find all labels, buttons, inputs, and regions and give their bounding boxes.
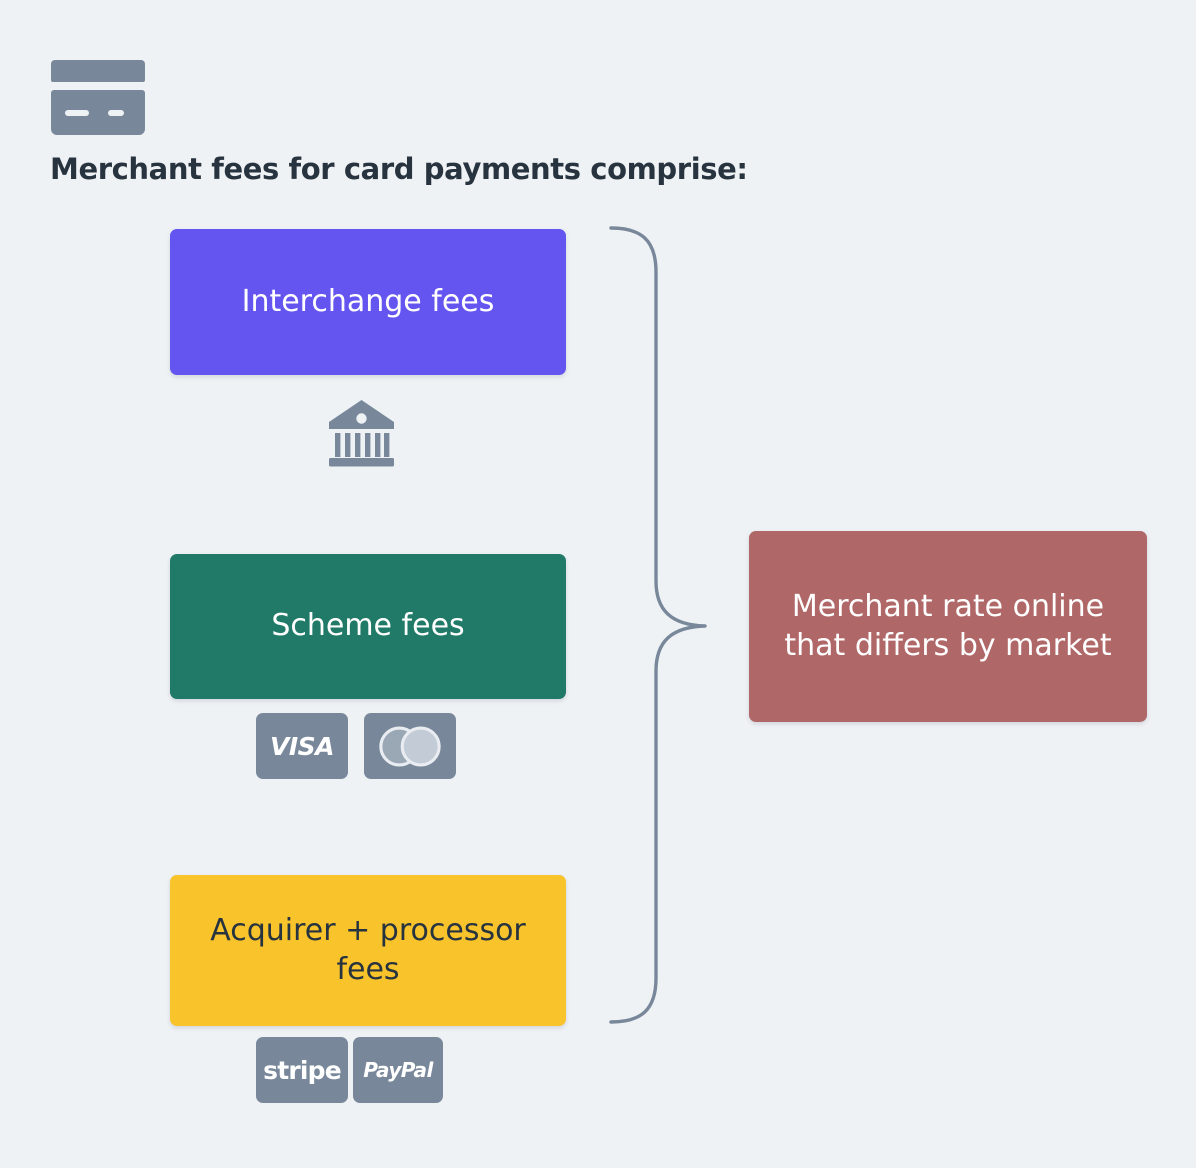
- visa-wordmark: VISA: [269, 731, 335, 761]
- fee-box-interchange-label: Interchange fees: [241, 283, 495, 319]
- credit-card-icon: [51, 60, 145, 135]
- fee-box-acquirer-label: Acquirer + processor fees: [210, 913, 526, 987]
- credit-card-icon-strip: [51, 60, 145, 82]
- bank-icon: [329, 400, 394, 467]
- page-title: Merchant fees for card payments comprise…: [50, 152, 748, 186]
- paypal-wordmark: PayPal: [363, 1058, 433, 1082]
- fee-box-scheme[interactable]: Scheme fees: [170, 554, 566, 699]
- paypal-logo-tile: PayPal: [353, 1037, 443, 1103]
- fee-box-interchange[interactable]: Interchange fees: [170, 229, 566, 375]
- fee-box-scheme-label: Scheme fees: [271, 608, 465, 644]
- visa-logo-tile: VISA: [256, 713, 348, 779]
- stripe-wordmark: stripe: [263, 1055, 342, 1085]
- curly-brace-connector: [609, 226, 707, 1024]
- mastercard-icon: [379, 725, 441, 767]
- mastercard-logo-tile: [364, 713, 456, 779]
- credit-card-icon-number-dash-right: [108, 110, 124, 116]
- credit-card-icon-number-dash-left: [65, 110, 89, 116]
- stripe-logo-tile: stripe: [256, 1037, 348, 1103]
- fee-box-acquirer[interactable]: Acquirer + processor fees: [170, 875, 566, 1026]
- result-box-merchant-rate-label: Merchant rate online that differs by mar…: [784, 589, 1112, 663]
- result-box-merchant-rate[interactable]: Merchant rate online that differs by mar…: [749, 531, 1147, 722]
